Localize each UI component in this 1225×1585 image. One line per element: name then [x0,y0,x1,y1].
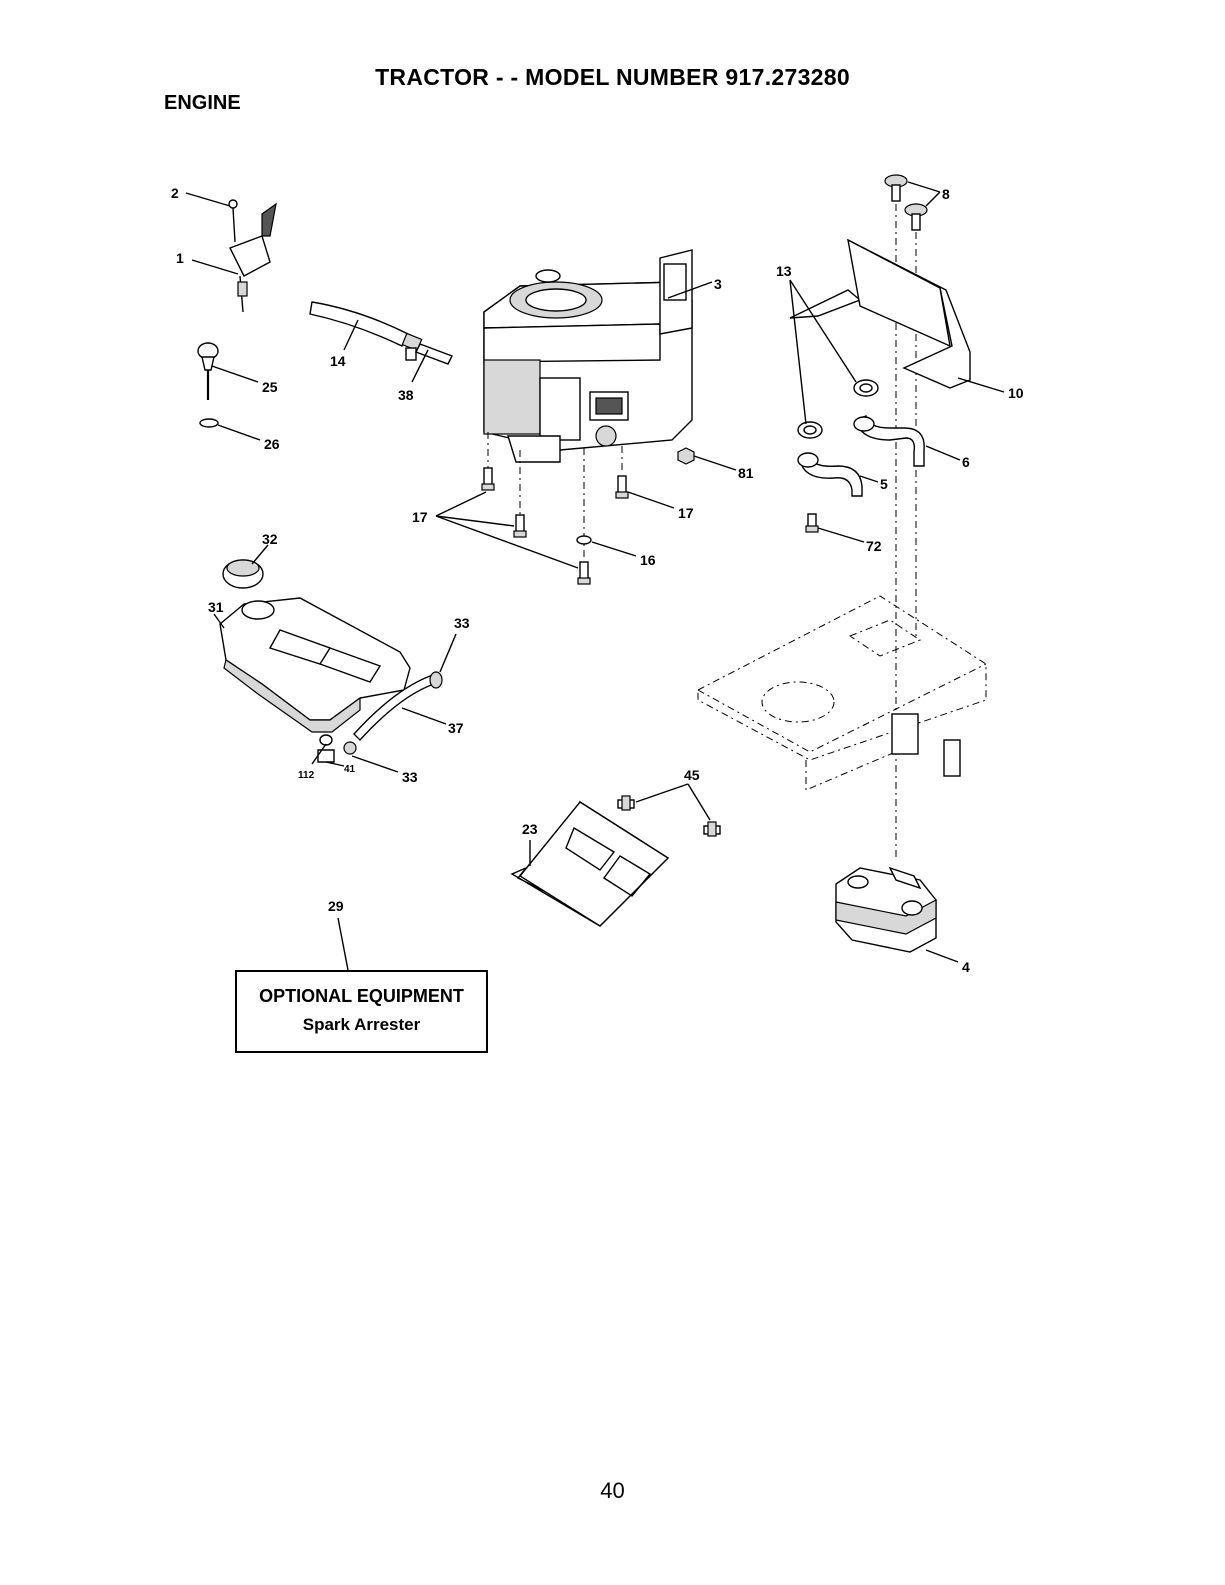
optional-equipment-item: Spark Arrester [237,1015,486,1035]
nut-part [678,448,694,464]
callout-112: 112 [298,770,315,781]
callout-14: 14 [330,353,346,369]
leader-32 [252,545,268,564]
leader-33 [440,634,456,672]
callout-5: 5 [880,476,888,492]
callout-25: 25 [262,379,278,395]
callout-17: 17 [678,505,694,521]
optional-equipment-box: OPTIONAL EQUIPMENT Spark Arrester [235,970,488,1053]
bolt-part [618,796,720,836]
callout-17: 17 [412,509,428,525]
callout-38: 38 [398,387,414,403]
leader-81 [694,456,736,470]
throttle-control-part [229,200,276,312]
callout-72: 72 [866,538,882,554]
exhaust-pipe-part [798,380,924,532]
leader-2 [186,193,230,206]
fuel-cap-part [223,560,263,588]
page-number: 40 [0,1478,1225,1504]
callout-29: 29 [328,898,344,914]
leader-72 [818,528,864,542]
leader-10 [958,378,1004,392]
callout-31: 31 [208,599,224,615]
leader-5 [860,476,878,482]
leader-31 [214,614,224,628]
leader-17 [436,516,578,568]
callout-33: 33 [454,615,470,631]
callout-8: 8 [942,186,950,202]
leader-45 [688,784,710,820]
deflector-part [790,240,970,388]
leader-33 [352,756,398,772]
callout-13: 13 [776,263,792,279]
leader-25 [212,366,258,382]
leader-8 [926,192,940,206]
leader-17 [628,492,674,508]
optional-equipment-title: OPTIONAL EQUIPMENT [237,986,486,1007]
callout-41: 41 [344,764,356,775]
muffler-part [836,868,936,952]
leader-16 [592,542,636,556]
callout-37: 37 [448,720,464,736]
dipstick-part [198,343,218,427]
callout-4: 4 [962,959,970,975]
callout-3: 3 [714,276,722,292]
leader-45 [636,784,688,802]
leader-6 [926,446,960,460]
leader-8 [908,182,940,192]
callout-26: 26 [264,436,280,452]
callout-1: 1 [176,250,184,266]
engine-part [484,250,692,462]
callout-23: 23 [522,821,538,837]
muffler-bolt-part [885,175,927,230]
leader-41 [326,762,344,766]
frame-part [698,596,986,790]
callout-33: 33 [402,769,418,785]
callout-6: 6 [962,454,970,470]
callout-45: 45 [684,767,700,783]
mounting-bolt-part [482,468,628,584]
leader-4 [926,950,958,962]
callout-81: 81 [738,465,754,481]
callout-32: 32 [262,531,278,547]
leader-26 [218,425,260,440]
callout-16: 16 [640,552,656,568]
callout-2: 2 [171,185,179,201]
leader-37 [402,708,446,724]
callout-10: 10 [1008,385,1024,401]
leader-29 [338,918,348,970]
leader-17 [436,492,486,516]
leader-1 [192,260,238,274]
